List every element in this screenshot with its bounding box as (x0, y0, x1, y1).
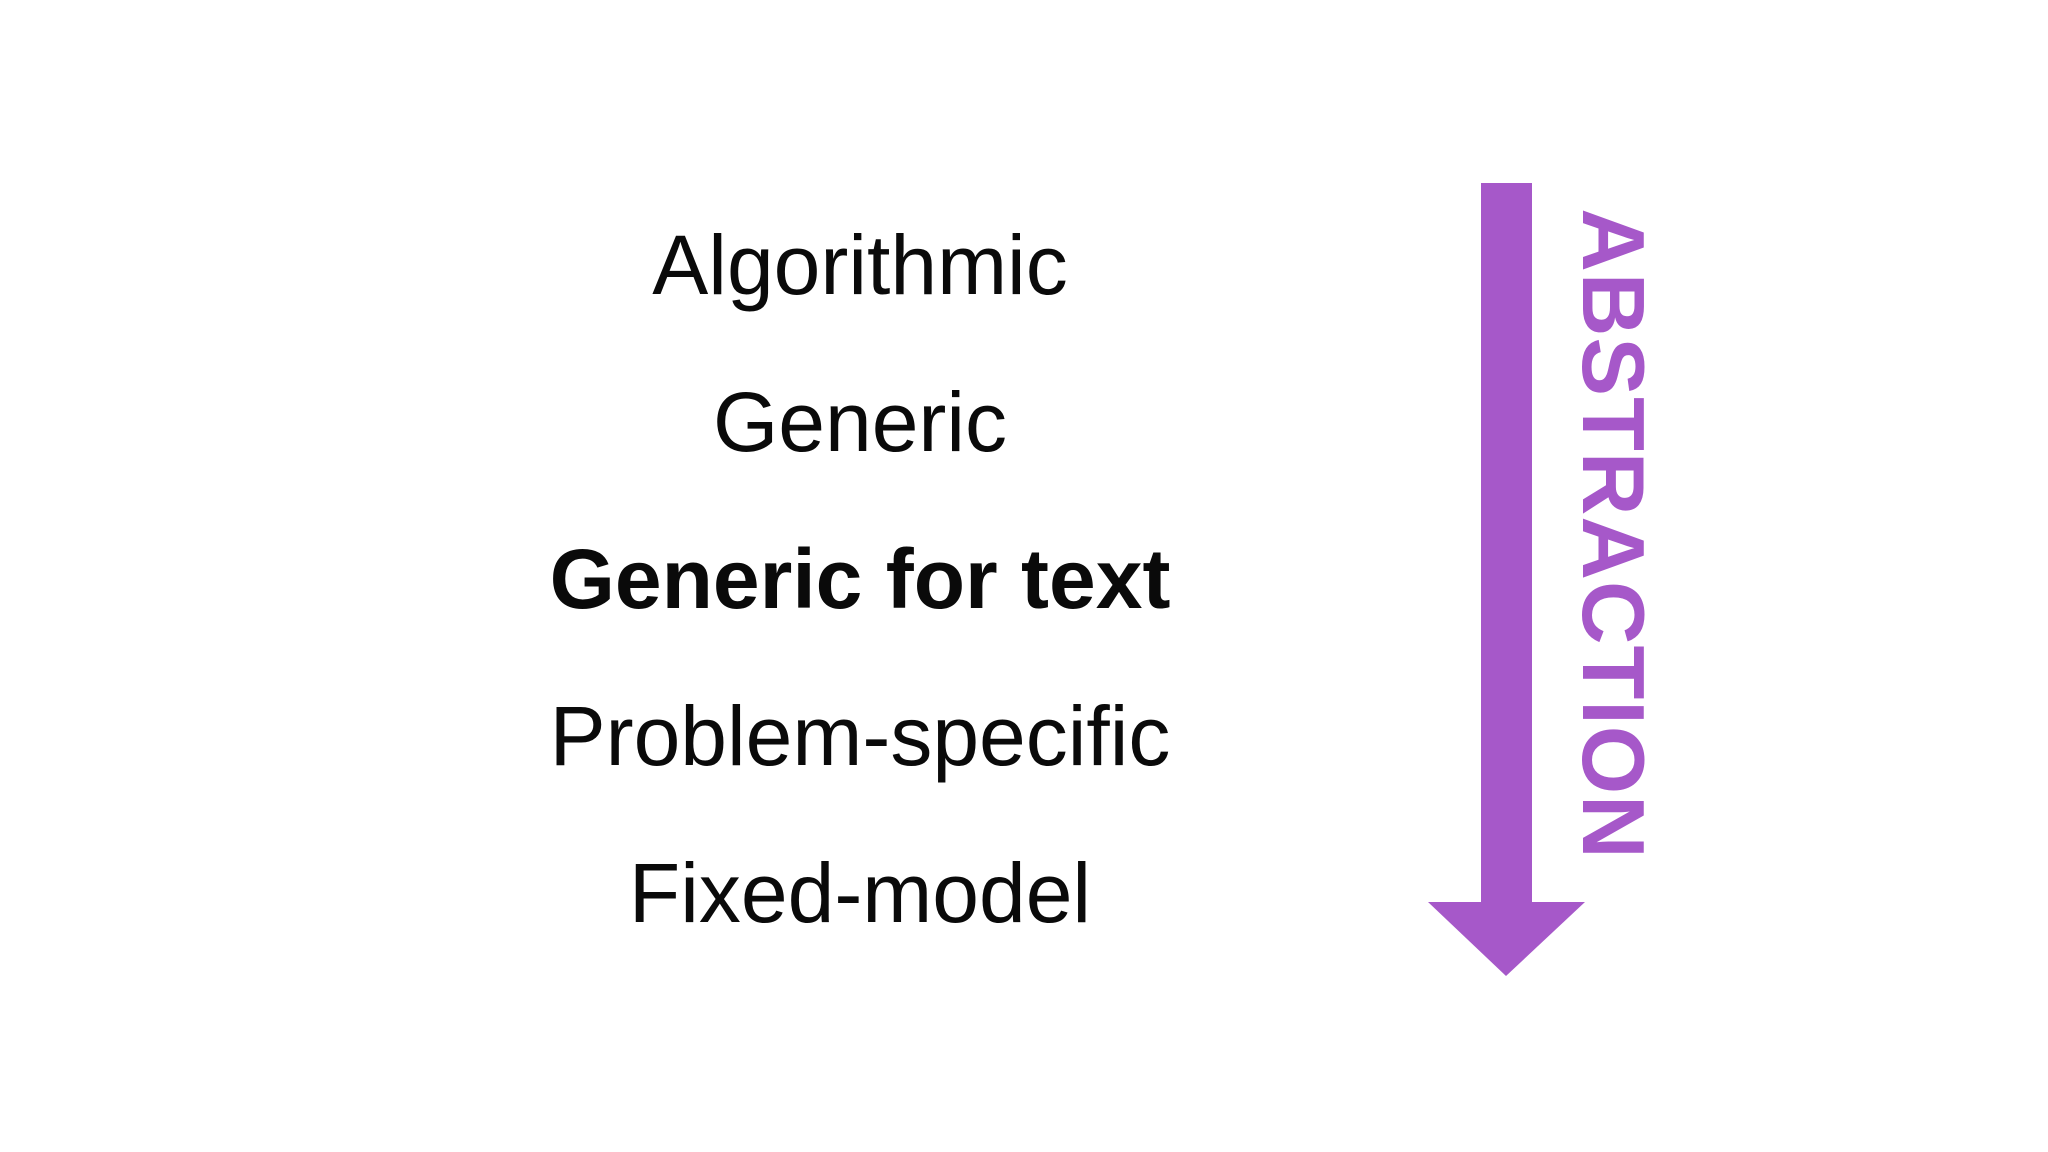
level-problem-specific: Problem-specific (549, 689, 1171, 783)
arrow-head (1428, 902, 1585, 976)
abstraction-arrow (1400, 170, 1660, 990)
abstraction-levels-list: Algorithmic Generic Generic for text Pro… (430, 0, 1290, 1152)
level-generic-for-text: Generic for text (549, 532, 1171, 626)
abstraction-label: ABSTRACTION (1564, 208, 1663, 860)
level-algorithmic: Algorithmic (652, 218, 1068, 312)
arrow-shaft (1481, 183, 1532, 905)
down-arrow-icon (1428, 183, 1585, 976)
level-fixed-model: Fixed-model (628, 846, 1092, 940)
level-generic: Generic (712, 375, 1008, 469)
